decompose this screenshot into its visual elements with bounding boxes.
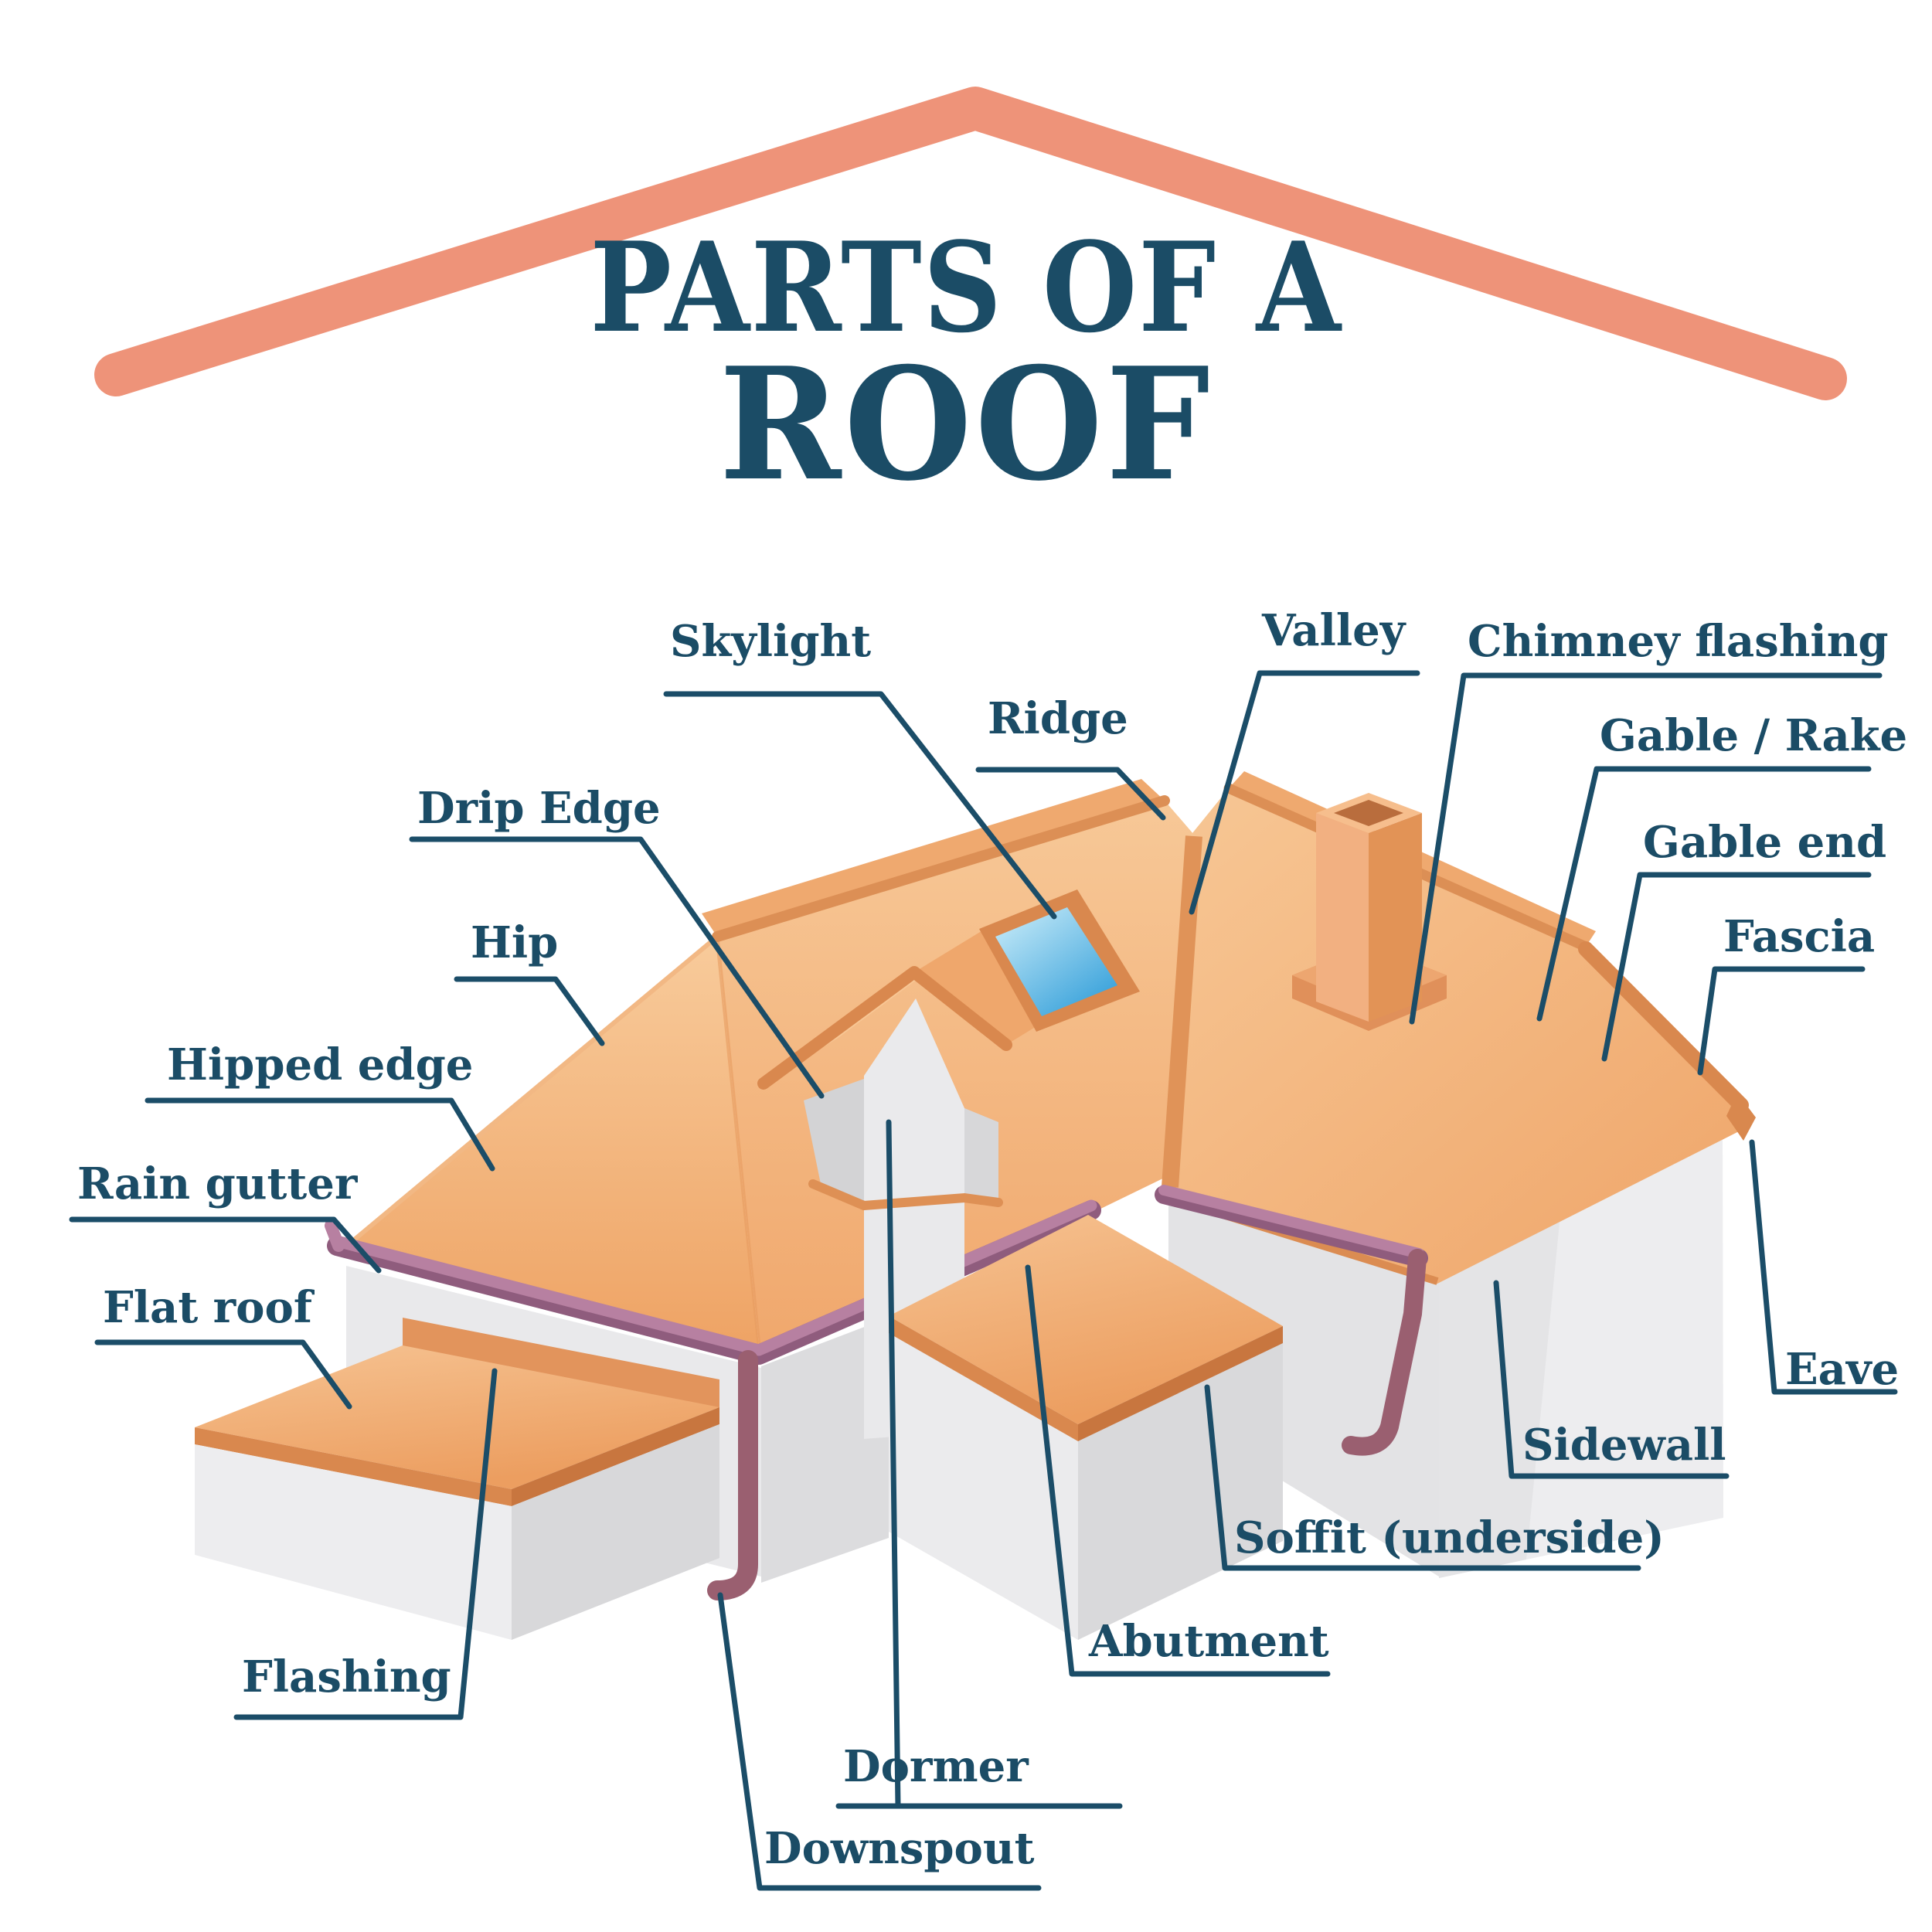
dormer-base-trim bbox=[808, 1179, 1003, 1211]
ridge-cap bbox=[712, 795, 1170, 942]
label-gable-rake: Gable / Rake bbox=[1600, 710, 1908, 761]
abutment-roof-surface bbox=[889, 1215, 1283, 1424]
right-wing-roof bbox=[1163, 788, 1748, 1284]
leader-gable-rake bbox=[1536, 766, 1872, 1022]
chimney-face-left bbox=[1316, 813, 1369, 1022]
wall-flashing-strip bbox=[403, 1318, 719, 1409]
leader-drip-edge bbox=[409, 836, 825, 1099]
gutter-end-cap bbox=[325, 1219, 345, 1252]
leader-fascia bbox=[1697, 966, 1866, 1076]
right-gutter bbox=[1158, 1185, 1424, 1259]
leader-flashing bbox=[233, 1368, 498, 1720]
label-flashing: Flashing bbox=[242, 1651, 451, 1702]
gutters-left bbox=[325, 1199, 1101, 1600]
dormer-side-wall bbox=[964, 1108, 998, 1202]
leader-rain-gutter bbox=[69, 1216, 382, 1274]
abutment-section bbox=[889, 1215, 1283, 1640]
label-rain-gutter: Rain gutter bbox=[77, 1158, 358, 1209]
leader-skylight bbox=[663, 691, 1057, 920]
eave-tip bbox=[1726, 1093, 1756, 1141]
leader-ridge bbox=[975, 767, 1166, 821]
dormer-drip-edge bbox=[757, 966, 1012, 1090]
label-abutment: Abutment bbox=[1089, 1616, 1329, 1667]
page-title-line2: ROOF bbox=[719, 334, 1213, 515]
leader-downspout bbox=[717, 1592, 1042, 1891]
label-ridge: Ridge bbox=[988, 693, 1128, 744]
main-roof-hip-face bbox=[338, 937, 760, 1360]
leader-hipped-edge bbox=[145, 1097, 495, 1172]
label-hipped-edge: Hipped edge bbox=[167, 1039, 474, 1090]
label-hip: Hip bbox=[471, 917, 559, 968]
main-roof-back-slope bbox=[702, 779, 1165, 937]
label-chimney-flashing: Chimney flashing bbox=[1468, 616, 1889, 667]
label-downspout: Downspout bbox=[764, 1823, 1035, 1874]
label-fascia: Fascia bbox=[1723, 911, 1876, 962]
flat-wall-left bbox=[195, 1444, 512, 1640]
right-downspout-pipe bbox=[1342, 1249, 1427, 1456]
chimney bbox=[1292, 793, 1447, 1031]
leader-abutment bbox=[1025, 1264, 1331, 1677]
label-soffit: Soffit (underside) bbox=[1234, 1512, 1665, 1563]
abutment-wall-left bbox=[889, 1316, 1078, 1640]
label-gable-end: Gable end bbox=[1643, 817, 1887, 868]
rain-gutter bbox=[331, 1199, 1097, 1356]
flat-roof-edge-left bbox=[195, 1427, 512, 1506]
label-flat-roof: Flat roof bbox=[103, 1282, 312, 1333]
leader-gable-end bbox=[1601, 872, 1872, 1062]
skylight-window bbox=[979, 889, 1140, 1032]
label-eave: Eave bbox=[1785, 1344, 1900, 1395]
flat-wall-right bbox=[512, 1424, 719, 1640]
abutment-roof-edge-left bbox=[889, 1316, 1078, 1441]
downspout-pipe bbox=[707, 1350, 758, 1600]
skylight-glass bbox=[995, 907, 1117, 1016]
front-hip-edge-line bbox=[715, 936, 763, 1361]
leader-soffit bbox=[1204, 1384, 1641, 1571]
valley-strip bbox=[1162, 835, 1202, 1188]
abutment-roof-edge-right bbox=[1078, 1326, 1283, 1441]
hip-edge-line bbox=[336, 934, 719, 1256]
flat-roof-edge-right bbox=[512, 1407, 719, 1506]
label-drip-edge: Drip Edge bbox=[417, 783, 661, 834]
roof-chevron-icon bbox=[94, 87, 1847, 400]
flat-roof-section bbox=[195, 1318, 719, 1640]
label-valley: Valley bbox=[1262, 605, 1406, 656]
main-wall-center bbox=[761, 1318, 889, 1583]
chimney-flue-hole bbox=[1334, 800, 1403, 826]
leader-sidewall bbox=[1493, 1280, 1730, 1479]
leader-valley bbox=[1189, 670, 1420, 915]
right-wing-side-wall bbox=[1168, 1199, 1439, 1577]
dormer-notch-shadow bbox=[804, 1079, 864, 1206]
leader-chimney-flashing bbox=[1409, 672, 1883, 1025]
leader-lines bbox=[69, 670, 1898, 1891]
leader-hip bbox=[454, 976, 605, 1046]
flat-roof-surface bbox=[195, 1345, 719, 1489]
label-dormer: Dormer bbox=[843, 1741, 1029, 1792]
chimney-face-right bbox=[1369, 813, 1422, 1022]
label-skylight: Skylight bbox=[670, 616, 872, 667]
leader-dormer bbox=[835, 1119, 1123, 1809]
right-wing bbox=[1155, 771, 1756, 1456]
page-title-line1: PARTS OF A bbox=[590, 215, 1342, 360]
leader-eave bbox=[1749, 1139, 1898, 1395]
label-sidewall: Sidewall bbox=[1522, 1420, 1726, 1471]
leader-flat-roof bbox=[94, 1339, 352, 1410]
fascia-board bbox=[1578, 941, 1749, 1113]
